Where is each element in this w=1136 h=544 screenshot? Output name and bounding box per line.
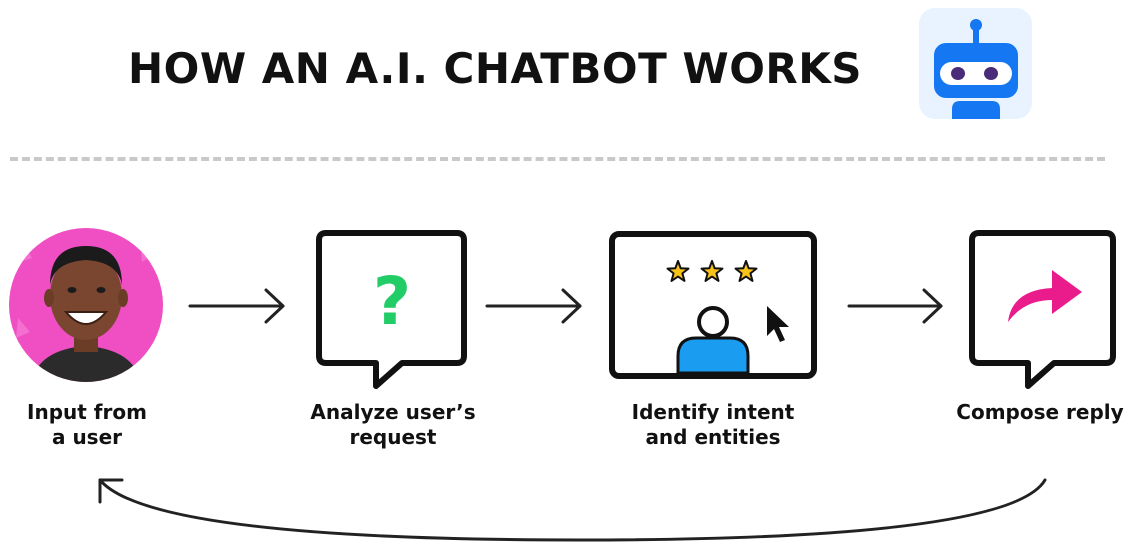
step-label-line: Identify intent <box>631 400 795 424</box>
robot-icon-tile <box>919 8 1032 119</box>
analyze-request-bubble: ? <box>316 230 467 389</box>
compose-reply-bubble <box>969 230 1116 389</box>
step-label-line: request <box>349 425 437 449</box>
user-avatar <box>9 228 163 382</box>
step-label-line: Compose reply <box>956 400 1124 424</box>
page-title: HOW AN A.I. CHATBOT WORKS <box>128 44 863 93</box>
star-icon-row <box>666 260 758 282</box>
step-label-input: Input from a user <box>0 400 197 450</box>
step-label-line: Analyze user’s <box>310 400 476 424</box>
arrow-right-icon <box>847 288 943 324</box>
identify-intent-screen <box>609 231 817 379</box>
reply-arrow-icon <box>1008 270 1082 322</box>
question-mark-icon: ? <box>373 263 411 340</box>
star-icon <box>700 260 724 282</box>
cursor-icon <box>767 306 789 342</box>
return-loop-arrow-icon <box>98 478 1047 542</box>
star-icon <box>666 260 690 282</box>
step-label-line: Input from <box>27 400 147 424</box>
dashed-divider <box>10 157 1105 161</box>
step-label-line: a user <box>51 425 123 449</box>
robot-icon <box>934 19 1018 119</box>
arrow-right-icon <box>485 288 582 324</box>
step-label-line: and entities <box>645 425 781 449</box>
star-icon <box>734 260 758 282</box>
step-label-identify: Identify intent and entities <box>603 400 823 450</box>
person-icon <box>676 306 750 375</box>
arrow-right-icon <box>188 288 285 324</box>
step-label-compose: Compose reply <box>930 400 1136 425</box>
step-label-analyze: Analyze user’s request <box>283 400 503 450</box>
